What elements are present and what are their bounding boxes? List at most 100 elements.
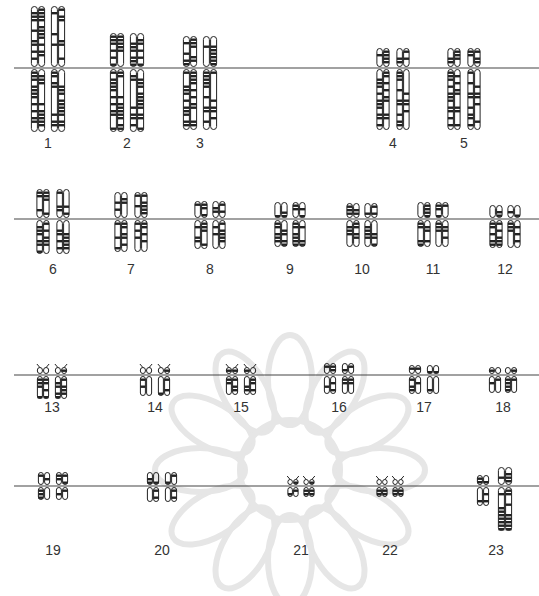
chromatid-outline [37,368,42,374]
chromatid-outline [195,221,201,249]
chromatid-outline [468,70,474,130]
chromosome-number: 4 [389,136,397,150]
chromosome-band [498,493,504,495]
chromosome-band [138,107,144,109]
chromatid [404,49,410,67]
chromatid-outline [347,221,353,247]
chromosome-band [293,208,299,210]
chromatid-outline [39,70,45,132]
chromosome-band [31,93,37,95]
chromosome-band [183,63,189,65]
chromosome-band [110,39,116,41]
chromosome [409,366,420,394]
chromosome [130,34,143,132]
chromatid [294,480,299,485]
chromatid [244,368,249,374]
chromatid [135,221,141,252]
chromatid-outline [45,473,50,485]
chromosome-band [183,100,189,102]
chromatid [165,473,170,485]
chromosome-band [377,86,383,88]
chromosome-number: 11 [426,262,441,276]
chromosome-band [251,379,256,381]
chromatid [409,366,414,374]
chromatid [347,204,353,218]
satellite-stalk [244,364,247,368]
chromatid-outline [202,202,208,218]
chromosome-band [498,514,504,516]
chromatid [226,368,231,374]
chromosome-band [397,114,403,116]
chromatid [365,221,371,247]
chromosome [147,473,158,502]
chromosome-band [57,230,63,232]
chromosome-band [508,211,514,213]
chromatid-outline [354,204,360,218]
chromosome-band [300,226,306,228]
chromosome-band [506,521,512,523]
chromosome-band [497,230,503,232]
chromosome-band [39,37,45,39]
chromatid [448,49,454,67]
chromatid-outline [45,488,50,500]
chromosome-band [57,206,63,208]
chromosome-band [304,490,309,492]
chromosome-band [233,386,238,388]
chromosome-band [31,19,37,21]
chromosome-band [31,110,37,112]
chromosome-band [498,525,504,527]
chromatid [64,190,70,218]
chromosome-band [183,86,189,88]
satellite-stalk [392,476,395,480]
chromosome-band [31,121,37,123]
chromatid-outline [158,377,163,396]
chromosome-number: 9 [286,262,294,276]
chromosome-band [138,100,144,102]
chromatid [377,49,383,67]
chromatid [515,221,521,248]
chromosome-band [183,60,189,62]
chromatid-outline [251,368,256,374]
chromosome-band [51,75,57,77]
chromatid-outline [425,221,431,247]
chromosome-band [293,233,299,235]
chromatid-outline [489,368,494,374]
chromosome-band [443,237,449,239]
chromosome-band [365,230,371,232]
chromosome-band [506,490,512,492]
chromatid-outline [505,368,510,374]
chromosome-band [39,30,45,32]
chromosome-band [59,89,65,91]
chromosome-band [110,72,116,74]
chromatid-outline [409,366,414,374]
chromatid-outline [455,70,461,130]
chromosome [303,476,315,497]
chromosome-band [293,223,299,225]
chromatid [404,70,410,130]
chromatid-outline [59,70,65,132]
row-baseline [14,67,539,68]
chromosome-band [397,89,403,91]
chromosome-band [211,100,217,102]
chromosome-band [211,63,217,65]
chromosome-band [59,103,65,105]
chromosome-band [64,244,70,246]
chromosome-band [191,96,197,98]
chromatid-outline [404,49,410,67]
chromatid [354,204,360,218]
chromatid [282,221,288,247]
chromosome [324,364,335,394]
chromosome-band [44,199,50,201]
chromosome-band [275,223,281,225]
satellite-stalk [46,364,49,368]
chromosome-band [397,124,403,126]
chromatid-outline [140,368,145,374]
chromatid [57,221,63,254]
chromatid [468,49,474,67]
chromatid [399,488,404,497]
chromatid [425,221,431,247]
chromatid-outline [448,70,454,130]
chromosome-band [310,490,315,492]
chromosome-band [508,226,514,228]
